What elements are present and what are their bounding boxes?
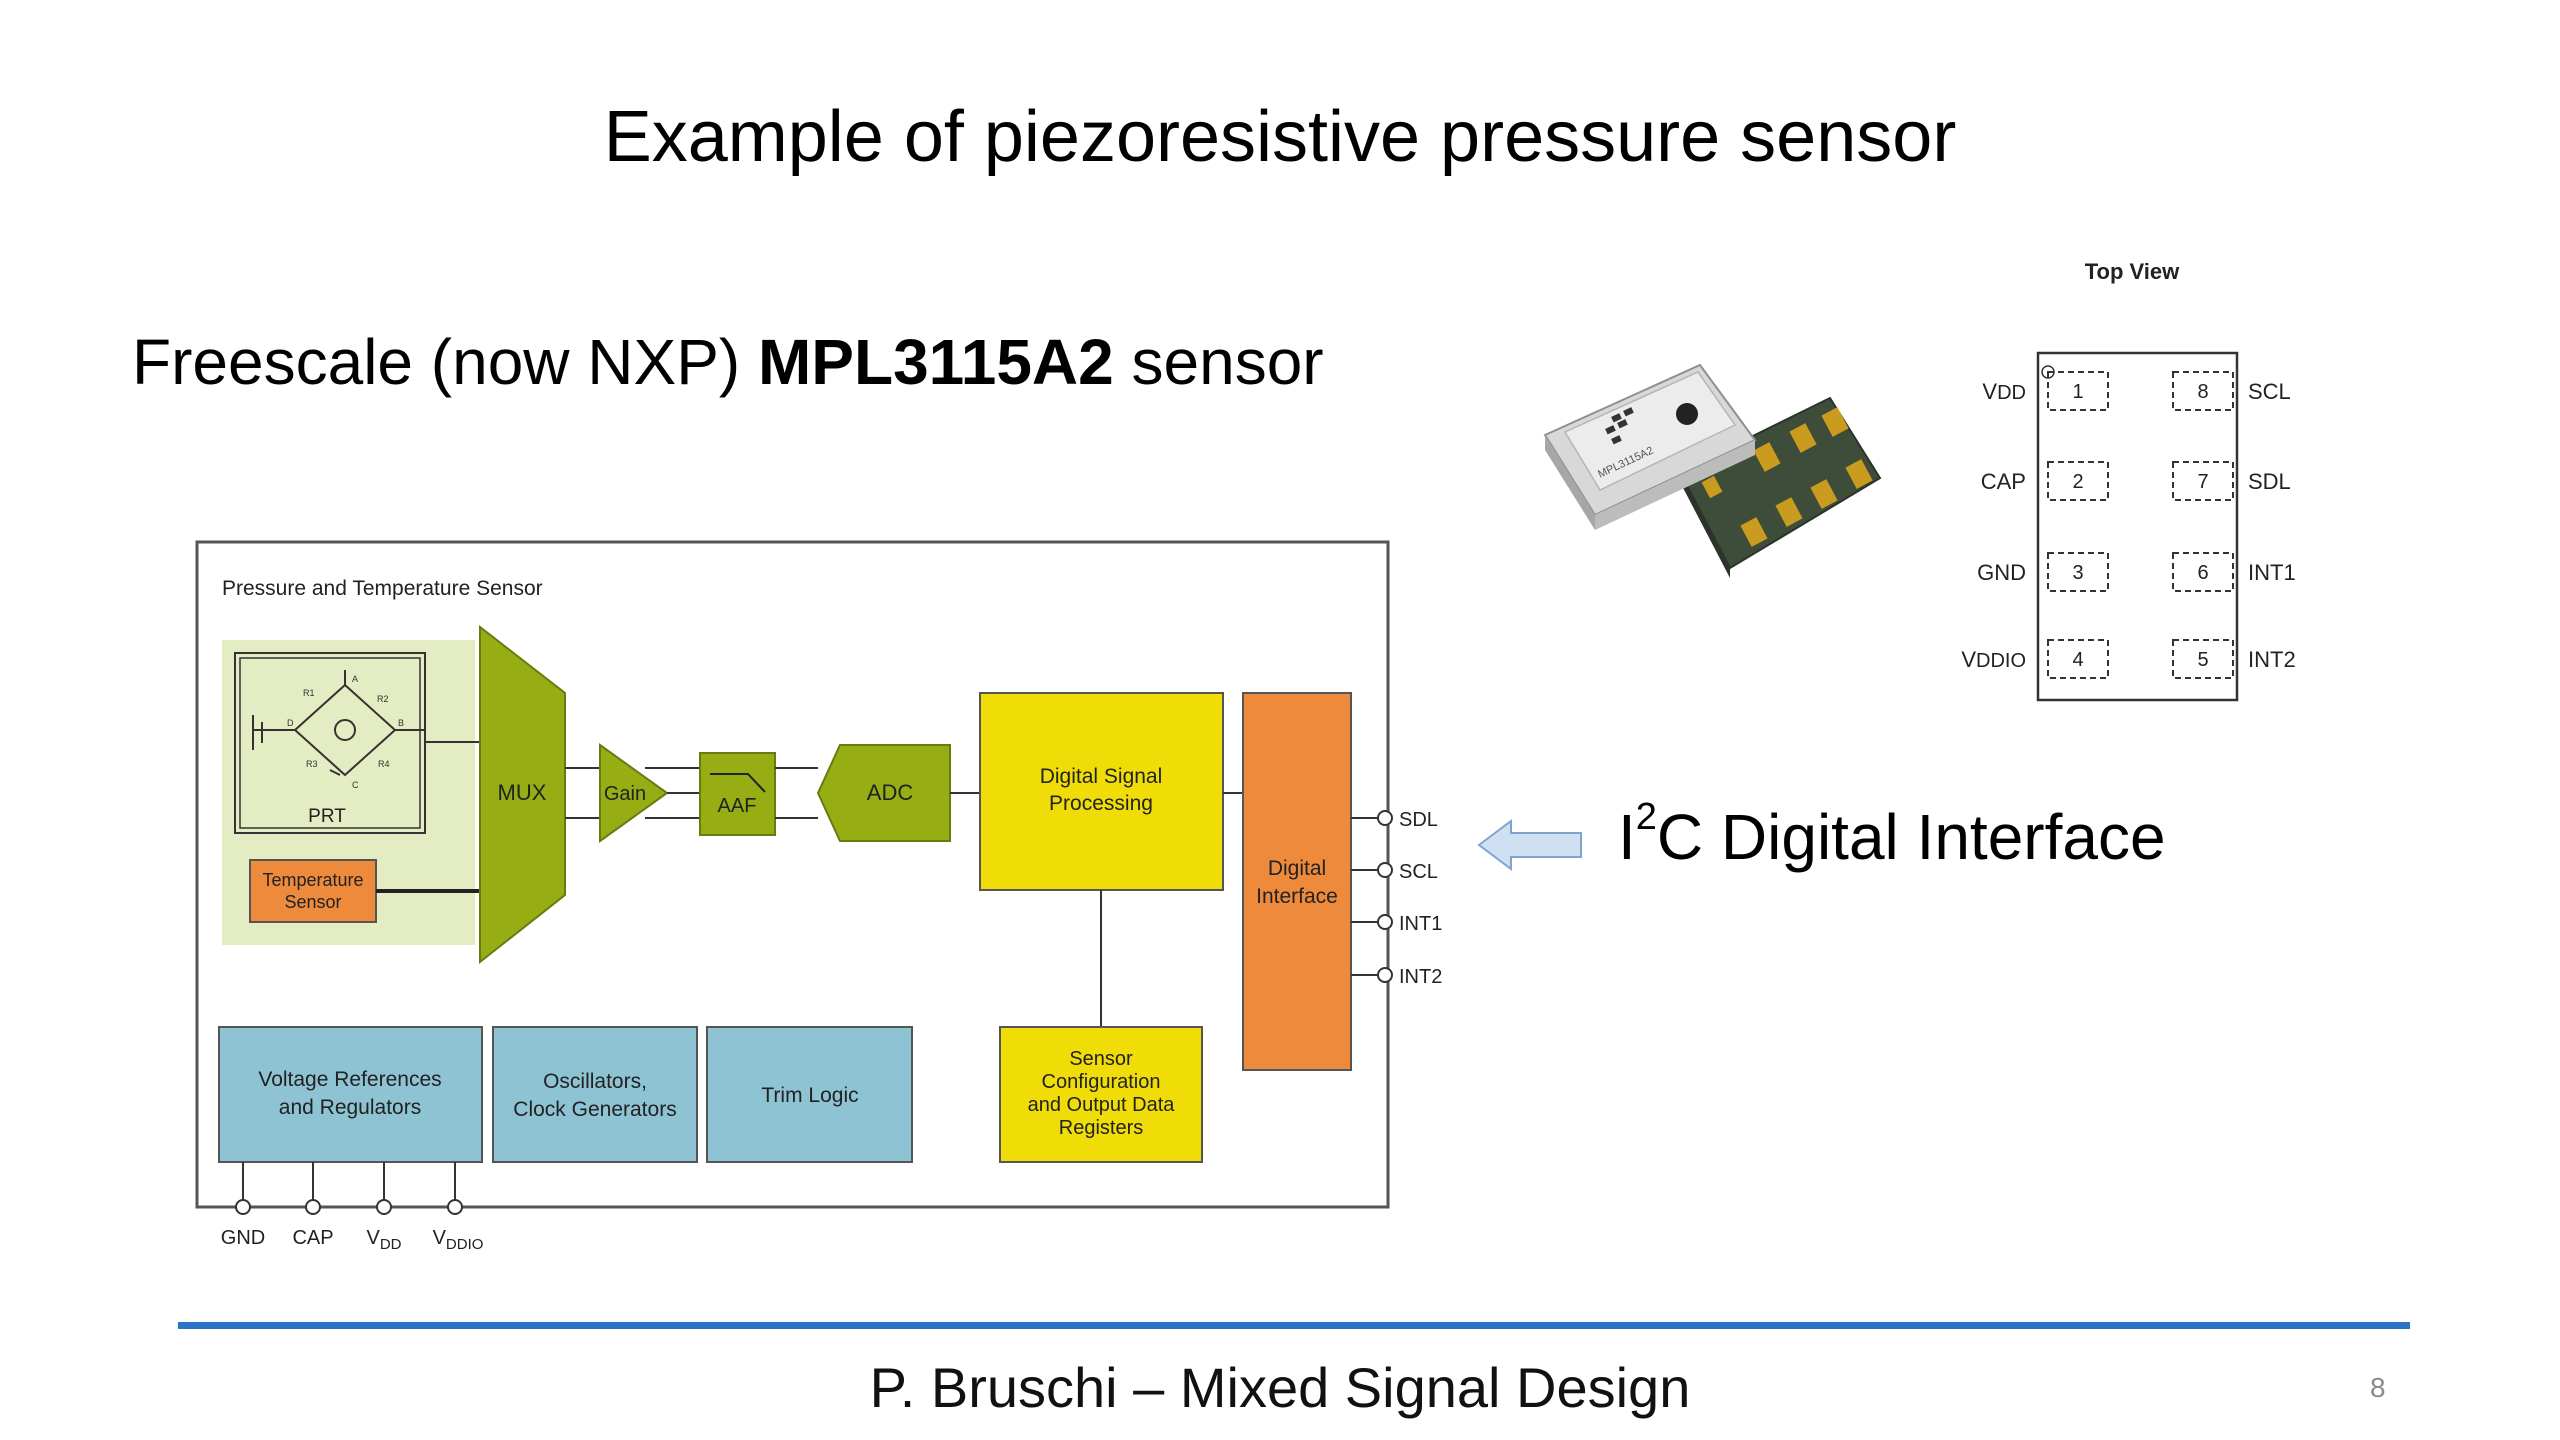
pad-number-6: 6 bbox=[2197, 562, 2208, 584]
digital-interface-line2: Interface bbox=[1256, 885, 1338, 908]
pin-label-scl: SCL bbox=[1399, 861, 1438, 883]
slide-title: Example of piezoresistive pressure senso… bbox=[603, 97, 1957, 177]
subtitle-prefix: Freescale (now NXP) bbox=[132, 326, 758, 398]
slide-subtitle: Freescale (now NXP) MPL3115A2 sensor bbox=[132, 325, 1324, 399]
dsp-line2: Processing bbox=[1049, 792, 1153, 815]
aaf-label: AAF bbox=[718, 795, 757, 817]
chip-bottom-body bbox=[1678, 396, 1882, 570]
left-arrow-icon bbox=[1477, 819, 1582, 871]
chip-photo: MPL3115A2 bbox=[1543, 363, 1882, 578]
digital-interface-line1: Digital bbox=[1268, 857, 1326, 880]
pin-name-vddio: VDDIO bbox=[1961, 647, 2026, 672]
footer-divider bbox=[178, 1322, 2410, 1329]
bridge-letter-r3: R3 bbox=[306, 759, 318, 769]
temp-sensor-line2: Sensor bbox=[284, 892, 341, 912]
sensor-config-line4: Registers bbox=[1059, 1117, 1143, 1139]
gain-label: Gain bbox=[604, 783, 646, 805]
chip-pads bbox=[1701, 407, 1873, 547]
chip-port-hole bbox=[1676, 403, 1698, 425]
right-pin-connectors bbox=[1351, 810, 1393, 983]
mux-label: MUX bbox=[498, 780, 547, 805]
voltage-references-block bbox=[218, 1026, 483, 1163]
wheatstone-bridge-icon bbox=[252, 670, 425, 777]
pin-name-sdl: SDL bbox=[2248, 469, 2291, 494]
page-number: 8 bbox=[2370, 1372, 2386, 1403]
pin-label-int1: INT1 bbox=[1399, 913, 1442, 935]
pinout-diagram: Top View 1 2 3 4 8 7 6 5 VDD CAP GND VDD… bbox=[1961, 259, 2296, 702]
pad-number-5: 5 bbox=[2197, 649, 2208, 671]
pin-name-scl: SCL bbox=[2248, 379, 2291, 404]
voltage-refs-line2: and Regulators bbox=[279, 1096, 421, 1119]
pad-number-8: 8 bbox=[2197, 381, 2208, 403]
pad-number-1: 1 bbox=[2072, 381, 2083, 403]
lowpass-icon bbox=[710, 773, 766, 793]
pad-number-3: 3 bbox=[2072, 562, 2083, 584]
nxp-logo-icon bbox=[1605, 407, 1634, 445]
i2c-interface-label: I2C Digital Interface bbox=[1618, 796, 2166, 873]
bridge-letter-b: B bbox=[398, 718, 404, 728]
bottom-pin-connectors bbox=[235, 1162, 463, 1215]
gain-block bbox=[599, 743, 669, 843]
prt-label: PRT bbox=[308, 806, 346, 827]
pad-number-4: 4 bbox=[2072, 649, 2083, 671]
sensor-part-number: MPL3115A2 bbox=[757, 326, 1114, 398]
dsp-line1: Digital Signal bbox=[1040, 765, 1163, 788]
oscillators-line2: Clock Generators bbox=[513, 1098, 676, 1121]
voltage-refs-line1: Voltage References bbox=[258, 1068, 441, 1091]
subtitle-suffix: sensor bbox=[1113, 326, 1324, 398]
pinout-title: Top View bbox=[2085, 259, 2180, 284]
sensor-config-block bbox=[999, 1026, 1203, 1163]
dsp-block bbox=[979, 692, 1224, 891]
pad-number-2: 2 bbox=[2072, 471, 2083, 493]
aaf-block bbox=[699, 752, 776, 836]
pad-number-7: 7 bbox=[2197, 471, 2208, 493]
sensor-config-line2: Configuration bbox=[1042, 1071, 1161, 1093]
sensor-config-line3: and Output Data bbox=[1028, 1094, 1176, 1116]
bridge-letter-c: C bbox=[352, 780, 359, 790]
oscillators-line1: Oscillators, bbox=[543, 1070, 647, 1093]
pin-name-vdd: VDD bbox=[1982, 379, 2026, 404]
pin-name-cap: CAP bbox=[1981, 469, 2026, 494]
pin-name-int1: INT1 bbox=[2248, 560, 2296, 585]
bottom-pin-cap: CAP bbox=[292, 1227, 333, 1249]
trim-logic-block bbox=[706, 1026, 913, 1163]
chip-lid bbox=[1563, 371, 1737, 491]
right-pads bbox=[2172, 371, 2234, 679]
bottom-pin-vddio: VDDIO bbox=[433, 1227, 484, 1253]
adc-label: ADC bbox=[867, 780, 914, 805]
pin-name-int2: INT2 bbox=[2248, 647, 2296, 672]
bridge-letter-r2: R2 bbox=[377, 694, 389, 704]
bridge-letter-r1: R1 bbox=[303, 688, 315, 698]
digital-interface-block bbox=[1242, 692, 1352, 1071]
trim-logic-label: Trim Logic bbox=[761, 1084, 858, 1107]
temp-sensor-line1: Temperature bbox=[262, 870, 363, 890]
prt-inner-box bbox=[239, 657, 421, 829]
frame-title: Pressure and Temperature Sensor bbox=[222, 577, 543, 600]
bridge-letter-a: A bbox=[352, 674, 358, 684]
block-diagram: Pressure and Temperature Sensor R1 R2 R3… bbox=[195, 540, 1442, 1253]
pin-label-sdl: SDL bbox=[1399, 809, 1438, 831]
pin-label-int2: INT2 bbox=[1399, 966, 1442, 988]
pin-name-gnd: GND bbox=[1977, 560, 2026, 585]
left-pads bbox=[2047, 371, 2109, 679]
bridge-letter-d: D bbox=[287, 718, 294, 728]
bottom-pin-gnd: GND bbox=[221, 1227, 265, 1249]
oscillators-block bbox=[492, 1026, 698, 1163]
footer-text: P. Bruschi – Mixed Signal Design bbox=[869, 1356, 1691, 1419]
bottom-pin-vdd: VDD bbox=[366, 1227, 401, 1253]
mux-block bbox=[479, 624, 566, 965]
bridge-letter-r4: R4 bbox=[378, 759, 390, 769]
package-outline bbox=[2036, 351, 2239, 702]
sensor-config-line1: Sensor bbox=[1069, 1048, 1133, 1070]
